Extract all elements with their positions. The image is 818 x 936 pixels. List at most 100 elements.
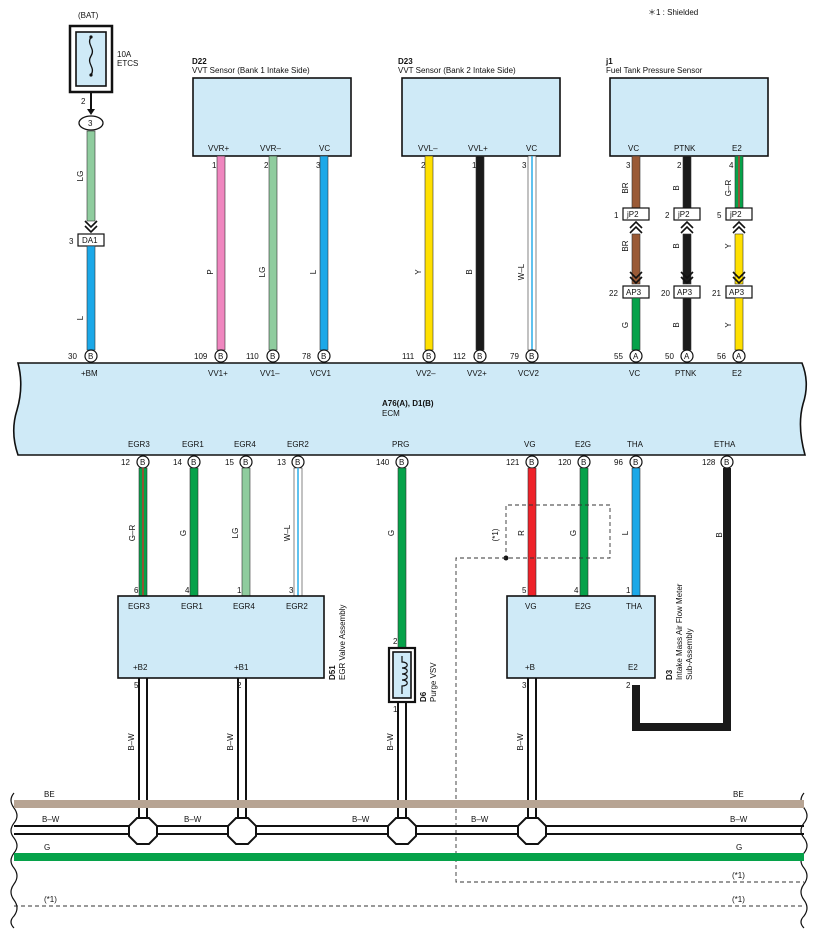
bus-g-label-right: G: [736, 843, 742, 852]
bus-bw-label-1: B–W: [42, 815, 60, 824]
ecm-letter-112: B: [477, 352, 482, 361]
ecm-pin-140: 140: [376, 458, 390, 467]
d23-name: VVT Sensor (Bank 2 Intake Side): [398, 66, 516, 75]
jp2-pin-1: 1: [614, 211, 619, 220]
ecm-term-ptnk: PTNK: [675, 369, 697, 378]
ecm-term-prg: PRG: [392, 440, 409, 449]
ecm-pin-circle-109: [214, 349, 228, 363]
j1-name: Fuel Tank Pressure Sensor: [606, 66, 703, 75]
ecm-term-vv2plus: VV2+: [467, 369, 487, 378]
d51-pin-egr4: EGR4: [233, 602, 255, 611]
ecm-pin-circle-55: [629, 349, 643, 363]
bus-bw-label-4: B–W: [471, 815, 489, 824]
ecm-pin-13: 13: [277, 458, 286, 467]
ecm-letter-110: B: [270, 352, 275, 361]
jp2-pin-3: 5: [717, 211, 722, 220]
fuse-etcs: (BAT) 10A ETCS 2 3: [68, 11, 138, 131]
wire-label-l: L: [309, 269, 318, 274]
j1-pin-number-3: 3: [626, 161, 631, 170]
d51-pin-number-5: 5: [134, 681, 139, 690]
wire-label-gr-1: G–R: [724, 180, 733, 197]
ap3-pin-22: 22: [609, 289, 618, 298]
connector-jp2-row: 1 jP2 2 jP2 5 jP2: [614, 207, 753, 221]
ecm-term-etha: ETHA: [714, 440, 736, 449]
shield-note: ＊1 : Shielded: [648, 8, 698, 17]
d51-pin-number-1: 1: [237, 586, 242, 595]
drop-vsv: [397, 702, 407, 818]
fuse-pin: 2: [81, 97, 86, 106]
bus-g-label-left: G: [44, 843, 50, 852]
d22-pin-vvr-minus: VVR–: [260, 144, 281, 153]
ecm-letter-128: B: [724, 458, 729, 467]
ecm-term-e2g: E2G: [575, 440, 591, 449]
ecm-letter-13: B: [295, 458, 300, 467]
ecm-letter-14: B: [191, 458, 196, 467]
sensor-j1: j1 Fuel Tank Pressure Sensor VC PTNK E2: [605, 57, 769, 157]
ecm-pin-111: 111: [402, 352, 415, 361]
jp2-box-2: [673, 207, 701, 221]
ecm-pin-circle-30: [84, 349, 98, 363]
ecm-pin-circle-110: [266, 349, 280, 363]
drop-label-3: B–W: [386, 733, 395, 751]
j1-pin-vc: VC: [628, 144, 639, 153]
d22-pin-vvr-plus: VVR+: [208, 144, 229, 153]
d3-pin-number-4: 4: [574, 586, 579, 595]
wire-label-lg-egr4: LG: [231, 528, 240, 539]
sensor-d23: D23 VVT Sensor (Bank 2 Intake Side) VVL–…: [398, 57, 561, 157]
d51-box: [117, 595, 325, 679]
j1-pin-ptnk: PTNK: [674, 144, 696, 153]
ap3-pin-20: 20: [661, 289, 670, 298]
connector-chevron-icon: [84, 220, 98, 234]
d22-pin-number-2: 2: [264, 161, 269, 170]
drop-wires: [138, 678, 537, 818]
bus-shield-label-right: (*1): [732, 895, 745, 904]
wire-label-y: Y: [414, 269, 423, 275]
shield-dashed-box: [505, 504, 611, 559]
wire-label-l-tha: L: [621, 530, 630, 535]
splice-3: [387, 817, 417, 845]
d3-pin-number-2: 2: [626, 681, 631, 690]
d3-box: [506, 595, 656, 679]
d3-name-line2: Sub-Assembly: [685, 628, 694, 680]
bus-be: [14, 800, 804, 808]
ecm-term-vv1minus: VV1–: [260, 369, 280, 378]
fuse-element-icon: [88, 36, 94, 76]
ecm-term-vv2minus: VV2–: [416, 369, 436, 378]
fuse-source: (BAT): [78, 11, 99, 20]
wire-label-g-e2g: G: [569, 530, 578, 536]
bus-shield-label-left: (*1): [44, 895, 57, 904]
ecm-letter-96: B: [633, 458, 638, 467]
ecm-letter-78: B: [321, 352, 326, 361]
jp2-box-3: [725, 207, 753, 221]
wire-label-g-3: G: [621, 322, 630, 328]
d22-box: [192, 77, 352, 157]
ecm-term-vc: VC: [629, 369, 640, 378]
bus-be-label-right: BE: [733, 790, 744, 799]
ecm-term-vg: VG: [524, 440, 536, 449]
ecm-pin-14: 14: [173, 458, 182, 467]
ecm-pin-circle-111: [422, 349, 436, 363]
ecm-term-egr3: EGR3: [128, 440, 150, 449]
splice-1: [128, 817, 158, 845]
splice-2: [227, 817, 257, 845]
wire-br-upper: [631, 155, 641, 209]
shield-label: (*1): [491, 528, 500, 541]
wire-label-r-vg: R: [517, 530, 526, 536]
wire-label-l-bm: L: [76, 315, 85, 320]
d3-pin-e2: E2: [628, 663, 638, 672]
junction-number: 3: [88, 119, 93, 128]
d3-pin-number-1: 1: [626, 586, 631, 595]
ecm-letter-56: A: [736, 352, 742, 361]
wire-label-g-egr1: G: [179, 530, 188, 536]
d23-pin-vvl-plus: VVL+: [468, 144, 488, 153]
d3-pin-number-3: 3: [522, 681, 527, 690]
wire-b-etha: [632, 468, 731, 731]
d3-pin-tha: THA: [626, 602, 643, 611]
wire-label-b-etha: B: [715, 532, 724, 537]
wire-wl-vcv2: [527, 155, 537, 351]
wire-label-br-1: BR: [621, 182, 630, 193]
d51-code: D51: [328, 665, 337, 680]
ecm-pin-112: 112: [453, 352, 466, 361]
solenoid-coil-icon: [401, 656, 408, 694]
